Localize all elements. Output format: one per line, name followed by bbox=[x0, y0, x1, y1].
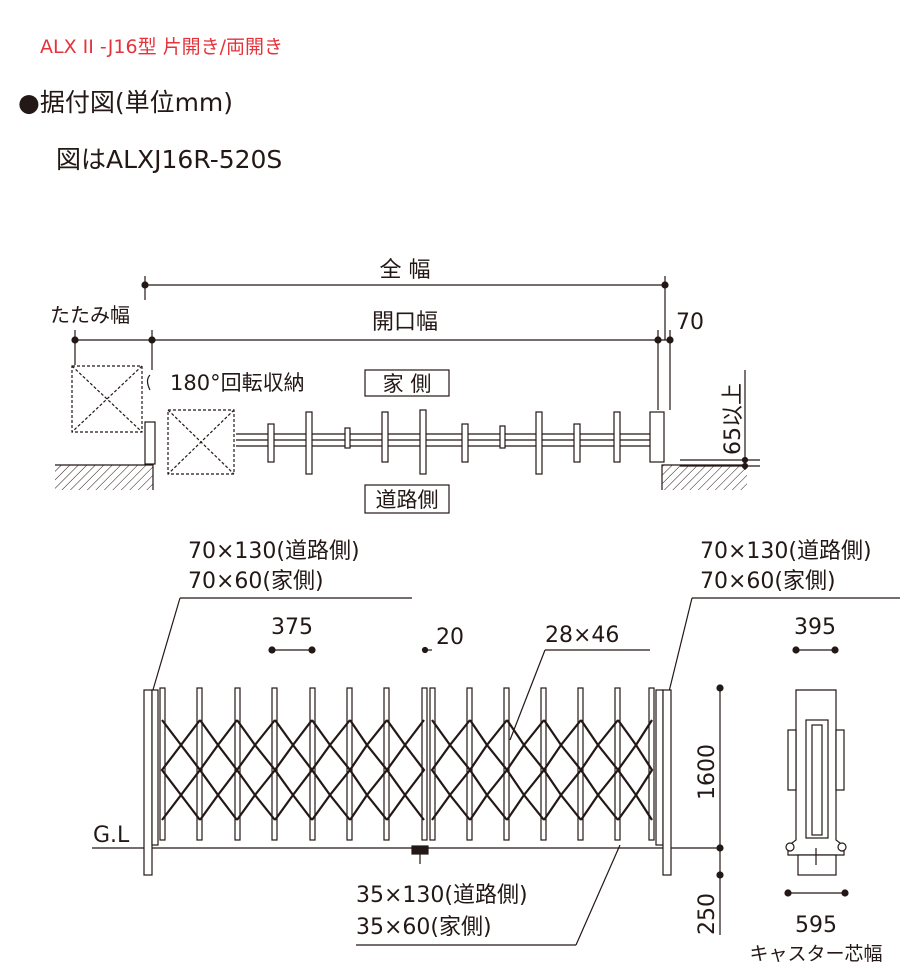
caster-center-label: キャスター芯幅 bbox=[749, 943, 882, 965]
folded-stack-outline bbox=[71, 365, 235, 475]
rotation-arrow bbox=[146, 374, 151, 391]
left-ground-hatch bbox=[55, 465, 153, 490]
gate-rails-plan bbox=[236, 433, 650, 447]
left-wall-edge bbox=[55, 464, 154, 490]
rotation-note: 180°回転収納 bbox=[170, 371, 305, 395]
gap-dot bbox=[421, 646, 429, 654]
gate-posts-plan bbox=[267, 409, 621, 475]
post-offset-label: 70 bbox=[676, 310, 704, 335]
base-road-label: 35×130(道路側) bbox=[356, 883, 528, 908]
caster-dot-left bbox=[784, 889, 792, 897]
pitch-dot-left bbox=[268, 646, 276, 654]
top-width-dot-left bbox=[792, 646, 800, 654]
pitch-label: 375 bbox=[271, 615, 313, 640]
house-side-box bbox=[364, 369, 450, 397]
right-post-inner bbox=[655, 689, 664, 846]
left-post-road-label: 70×130(道路側) bbox=[188, 539, 360, 564]
top-width-label: 395 bbox=[794, 615, 836, 640]
depth-dimension bbox=[680, 370, 760, 470]
plan-view: 全 幅 たたみ幅 開口幅 70 180°回転収納 bbox=[50, 258, 760, 514]
top-width-dot-right bbox=[831, 646, 839, 654]
ground-line-label: G.L bbox=[93, 823, 130, 848]
left-post-leader bbox=[149, 597, 181, 701]
opening-width-dimension bbox=[71, 330, 674, 410]
side-view: 395 595 キャスター芯幅 bbox=[749, 615, 882, 965]
road-side-label: 道路側 bbox=[376, 488, 439, 512]
center-caster bbox=[411, 845, 429, 864]
lattice-leader bbox=[509, 649, 546, 741]
side-profile bbox=[785, 689, 847, 876]
right-post-road-label: 70×130(道路側) bbox=[700, 539, 872, 564]
left-post-plan bbox=[144, 421, 156, 465]
elevation-view: 70×130(道路側) 70×60(家側) 70×130(道路側) 70×60(… bbox=[92, 539, 900, 946]
caster-dot-right bbox=[841, 889, 849, 897]
section-heading: ●据付図(単位mm) bbox=[18, 88, 234, 117]
overall-width-label: 全 幅 bbox=[380, 258, 431, 283]
depth-label: 65以上 bbox=[721, 383, 746, 455]
right-ground-hatch bbox=[662, 465, 747, 490]
embed-depth-label: 250 bbox=[695, 893, 720, 935]
caster-width-label: 595 bbox=[795, 913, 837, 938]
opening-width-label: 開口幅 bbox=[372, 310, 438, 335]
right-post-elevation bbox=[662, 689, 672, 876]
base-house-label: 35×60(家側) bbox=[356, 915, 492, 940]
base-leader bbox=[575, 844, 621, 946]
left-post-inner bbox=[151, 689, 159, 846]
right-post-plan bbox=[649, 411, 665, 463]
left-post-house-label: 70×60(家側) bbox=[188, 569, 324, 594]
gap-label: 20 bbox=[436, 625, 464, 650]
house-side-label: 家 側 bbox=[383, 372, 432, 396]
road-side-box bbox=[364, 484, 450, 514]
gate-lattice bbox=[160, 719, 654, 821]
height-label: 1600 bbox=[695, 744, 720, 800]
product-title: ALX II -J16型 片開き/両開き bbox=[40, 36, 284, 58]
right-post-house-label: 70×60(家側) bbox=[700, 569, 836, 594]
left-post-elevation bbox=[143, 689, 153, 876]
lattice-label: 28×46 bbox=[545, 623, 619, 648]
right-wall-edge bbox=[661, 464, 747, 490]
overall-width-dimension bbox=[141, 276, 669, 340]
gate-bars bbox=[159, 687, 655, 841]
pitch-dot-right bbox=[308, 646, 316, 654]
height-dimension bbox=[716, 684, 724, 935]
folded-width-label: たたみ幅 bbox=[50, 303, 130, 327]
figure-caption: 図はALXJ16R-520S bbox=[56, 145, 283, 174]
